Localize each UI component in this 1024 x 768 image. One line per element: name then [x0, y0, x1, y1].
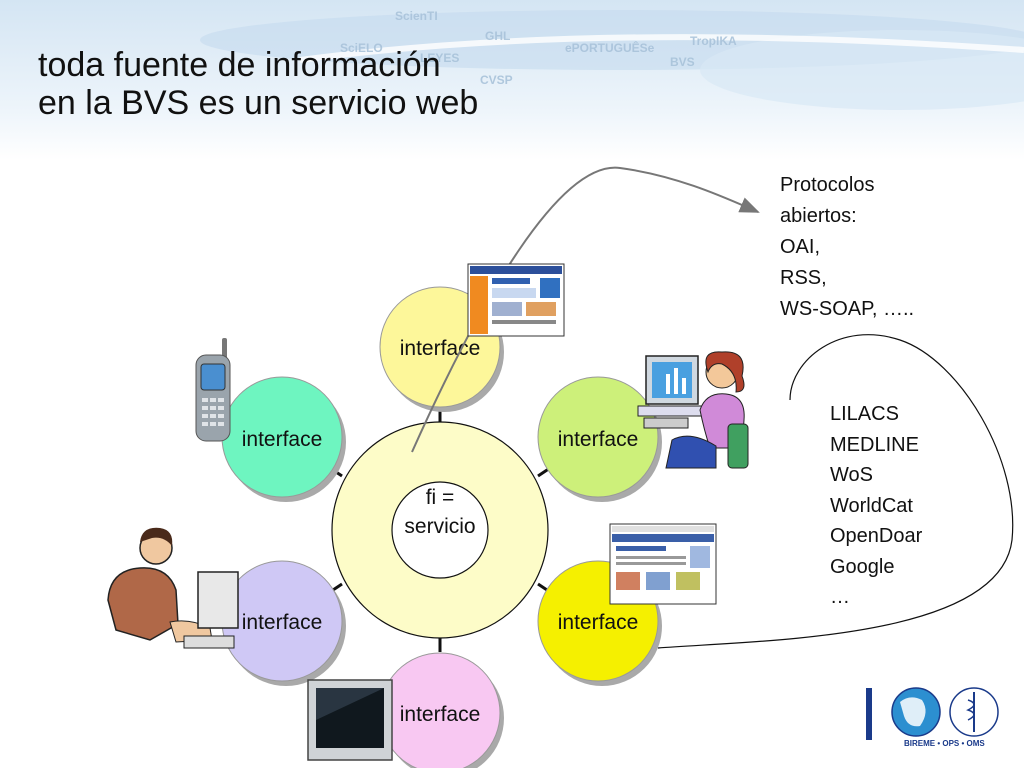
bireme-logo: BIREME • OPS • OMS	[866, 687, 999, 748]
source-item: MEDLINE	[830, 433, 919, 456]
interface-label: interface	[558, 611, 639, 634]
protocols-line: Protocolos	[780, 174, 875, 196]
protocols-line: OAI,	[780, 236, 821, 258]
interface-label: interface	[242, 611, 323, 634]
title-line-1: toda fuente de información	[38, 46, 441, 84]
source-item: LILACS	[830, 403, 899, 425]
protocols-line: abiertos:	[780, 205, 857, 227]
service-core	[391, 481, 489, 579]
protocols-list: Protocolos abiertos: OAI, RSS, WS-SOAP, …	[780, 170, 914, 325]
banner-word: ePORTUGUÊSe	[565, 40, 655, 55]
interface-label: interface	[558, 428, 639, 451]
center-line-1: fi =	[426, 486, 455, 509]
sources-list: LILACS MEDLINE WoS WorldCat OpenDoar Goo…	[830, 399, 922, 613]
webpage-thumbnail-right	[609, 523, 717, 605]
mobile-phone-icon	[195, 338, 231, 442]
banner-word: LEYES	[420, 51, 459, 65]
source-item: WoS	[830, 464, 873, 486]
center-line-2: servicio	[404, 515, 475, 538]
source-item: WorldCat	[830, 494, 913, 517]
tv-screen-icon	[307, 679, 393, 761]
slide-title: toda fuente de información en la BVS es …	[38, 46, 478, 122]
banner-word: ScienTI	[395, 9, 438, 23]
banner-word: SciELO	[340, 41, 383, 55]
interface-label: interface	[400, 337, 481, 360]
protocols-line: RSS,	[780, 267, 827, 289]
banner-word: TropIKA	[690, 34, 737, 48]
header-banner: ScienTI GHL SciELO ePORTUGUÊSe TropIKA B…	[0, 0, 1024, 160]
sources-loop	[657, 334, 1014, 649]
interface-label: interface	[242, 428, 323, 451]
interface-label: interface	[400, 703, 481, 726]
banner-word: GHL	[485, 29, 510, 43]
interface-node-upper-left: interface	[221, 376, 346, 502]
source-item: Google	[830, 555, 895, 578]
interface-node-upper-right: interface	[537, 376, 662, 502]
interface-circle	[537, 376, 659, 498]
protocols-line: WS-SOAP, …..	[780, 298, 915, 320]
source-item: OpenDoar	[830, 525, 923, 547]
title-line-2: en la BVS es un servicio web	[38, 84, 479, 122]
webpage-thumbnail-top	[467, 263, 565, 337]
banner-word: BVS	[670, 55, 695, 69]
man-at-computer-icon	[107, 527, 239, 649]
protocol-arrow	[411, 166, 760, 453]
banner-word: CVSP	[480, 73, 513, 87]
source-item: …	[830, 586, 850, 608]
woman-at-computer-icon	[637, 351, 749, 469]
logo-text: BIREME • OPS • OMS	[904, 739, 985, 748]
interface-node-bottom: interface	[379, 652, 504, 768]
interface-node-lower-left: interface	[221, 560, 346, 686]
center-service: fi = servicio	[331, 421, 549, 639]
